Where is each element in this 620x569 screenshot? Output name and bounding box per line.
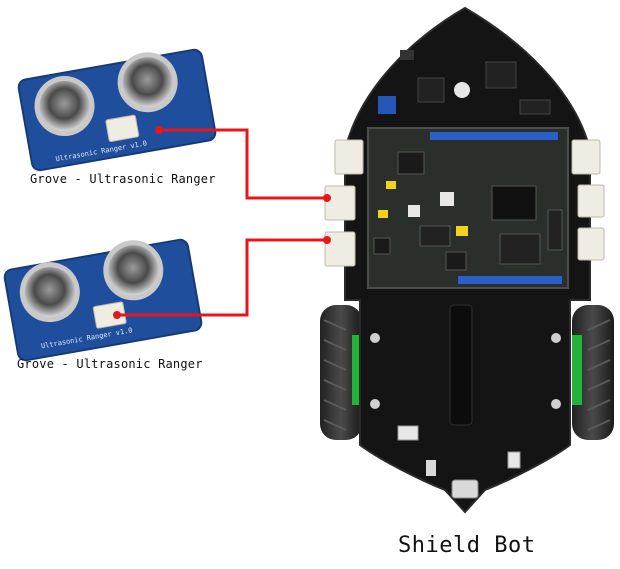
- right-wheel: [572, 305, 614, 440]
- ultrasonic-sensor-1: Ultrasonic Ranger v1.0: [17, 48, 217, 172]
- header-top: [430, 132, 558, 140]
- robot-title: Shield Bot: [398, 533, 536, 558]
- shield-bot: [320, 6, 614, 514]
- sensor-port-1: [324, 185, 356, 221]
- sensor-port-2: [324, 231, 356, 267]
- usb-port: [451, 479, 479, 499]
- ultrasonic-sensor-2: Ultrasonic Ranger v1.0: [3, 238, 203, 362]
- left-wheel: [320, 305, 362, 440]
- wire-sensor-2: [117, 238, 327, 317]
- sensor-1-caption: Grove - Ultrasonic Ranger: [30, 172, 216, 186]
- wire-sensor-1: [159, 128, 327, 200]
- body-connector: [334, 139, 364, 175]
- header-bottom: [458, 276, 562, 284]
- sensor-2-caption: Grove - Ultrasonic Ranger: [17, 357, 203, 371]
- connection-wires: [117, 128, 327, 317]
